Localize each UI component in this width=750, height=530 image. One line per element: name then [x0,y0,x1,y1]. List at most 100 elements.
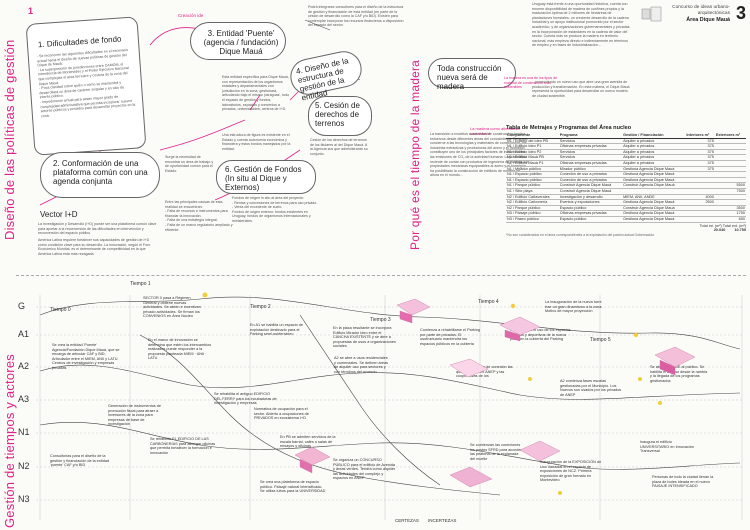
table-cell: N1 / Espacio público [506,177,559,184]
box5-text: Cesión de los derechos de terrenos de lo… [310,138,368,156]
tiempo-label: Tiempo 1 [130,281,151,287]
vector-label: Vector I+D [40,210,78,219]
timeline-row-label: A2 [18,361,30,371]
table-cell [714,138,746,145]
box3-extra: Una estructura de figura es existente en… [222,133,291,151]
timeline-note: Se abre el DIQUE al público. Se habilita… [650,365,708,383]
box-entidad: 3. Entidad 'Puente' (agencia / fundación… [190,22,286,60]
table-cell: 650 [714,216,746,223]
timeline-note: Se crea la entidad 'Puente' Agencia/Fund… [52,343,120,370]
table-cell: 375 [685,143,715,150]
table-cell [685,177,715,184]
timeline-note: Inauguración de la EXPOSICIÓN de Uco Van… [540,460,602,483]
madera-title: Toda construcción nueva será de madera [437,64,502,91]
table-cell: Conexión de uso a privados [558,177,623,184]
table-cell: 3500 [714,205,746,212]
table-header-cell: Componente [506,133,559,139]
table-cell: N1 / Espacio público [506,171,559,178]
table-cell [685,210,715,217]
text-politicas: Entre las principales causas de esta rea… [165,200,233,232]
tiempo-label: Tiempo 4 [478,299,499,305]
table-cell: Alquiler a privados [622,154,686,161]
timeline-grid [36,295,743,520]
table-cell: Espacio público [558,205,623,212]
madera-nota: La madera es una de los tipos de materia… [504,76,558,90]
box1-title: 1. Dificultades de fondo [37,34,122,50]
timeline-row-label: N1 [18,427,30,437]
table-cell: N1 / Edificio Mauá PB [506,154,559,161]
table-cell [622,188,686,195]
table-cell: Alquiler a privados [622,143,686,150]
box1-number: 1 [28,6,34,16]
axo-5 [294,446,331,474]
table-cell: Oficinas empresas privadas [558,143,623,150]
table-cell: Conexión de uso a privados [558,171,623,178]
timeline-note: En el marco de innovación se determina q… [148,338,212,361]
timeline-note: Comienza a rehabilitarse el Parking por … [420,328,480,346]
table-cell [685,182,715,189]
table-cell: Construir Agencia Dique Mauá [558,188,623,195]
table-cell: 375 [685,149,715,156]
table-cell: Alquiler a privados [622,149,686,156]
table-cell: Gestiona Agencia Dique Mauá [622,166,686,173]
table-cell: N1 / Edificio Ideo P2 [506,149,559,156]
box6-title: 6. Gestión de Fondos (In situ al Dique y… [225,165,302,192]
axo-2 [499,316,541,342]
axo-6 [519,440,561,462]
table-cell: N3 / Paisaje público [506,210,559,217]
timeline-flow-path [39,422,741,470]
table-cell: Alquiler a privados [622,138,686,145]
timeline-row-label: A3 [18,394,30,404]
table-cell [714,160,746,167]
header-block: Concurso de ideas urbano-arquitectónicas… [668,3,746,35]
uruguay-text: Uruguay está frente a una oportunidad hi… [532,2,630,48]
table-cell: N2 / Edificio Cañaverales [506,194,559,201]
table-cell: Servicios [558,149,623,156]
table-cell: Construir Agencia Dique Mauá [622,182,686,189]
table-cell: 375 [685,166,715,173]
table-cell: Gestiona Agencia Dique Mauá [622,216,686,223]
table-cell: Alquiler a privados [622,160,686,167]
box1-text: - Se reconocen las siguientes dificultad… [36,47,136,118]
table-cell [714,149,746,156]
table-cell: N1 / Sitio playa [506,188,559,195]
axo-4 [449,358,489,378]
table-cell: 375 [685,138,715,145]
timeline-note: Inaugura el edificio UNIVERSITARIO en In… [640,440,694,454]
table-cell [714,166,746,173]
table-cell: Construir Agencia Dique Mauá [558,182,623,189]
timeline-note: A2 se abre a usos residenciales y comerc… [334,356,389,374]
table-cell: Gestiona Agencia Dique Mauá [622,199,686,206]
box2-title: 2. Conformación de una plataforma común … [53,159,148,186]
uruguay-text-2: ...promoviendo un nuevo uso que abre una… [532,80,630,98]
box-dificultades: 1. Dificultades de fondo - Se reconocen … [25,16,147,156]
concurso-label: Concurso de ideas urbano-arquitectónicas [672,5,730,16]
box3-text: Esta entidad específica para Dique Mauá,… [222,75,290,112]
table-cell: 4000 [685,194,715,201]
timeline-note: Se crea una plataforma de espacio públic… [260,480,326,494]
table-cell: Oficinas empresas privadas [558,160,623,167]
table-cell: Gestiona Agencia Dique Mauá [622,171,686,178]
certezas-label: CERTEZAS [395,518,419,523]
tiempo-label: Tiempo 0 [50,307,71,313]
table-cell: Eventos y exposiciones [558,199,623,206]
timeline-note: Se comienzan las conexiones los postes S… [470,443,522,461]
table-title: Tabla de Metrajes y Programas del Área n… [506,125,632,131]
timeline-note: En A1 se habilita un espacio de explotac… [250,323,303,337]
axo-1 [396,298,431,324]
timeline-flow-path [39,364,741,400]
tiempo-label: Tiempo 5 [590,337,611,343]
table-cell [685,205,715,212]
timeline-flow-path [139,334,501,496]
timeline-note: En la placa resultante se incorpora Edif… [333,326,396,349]
timeline-note: En PB se admiten servicios de la escala … [280,435,336,449]
